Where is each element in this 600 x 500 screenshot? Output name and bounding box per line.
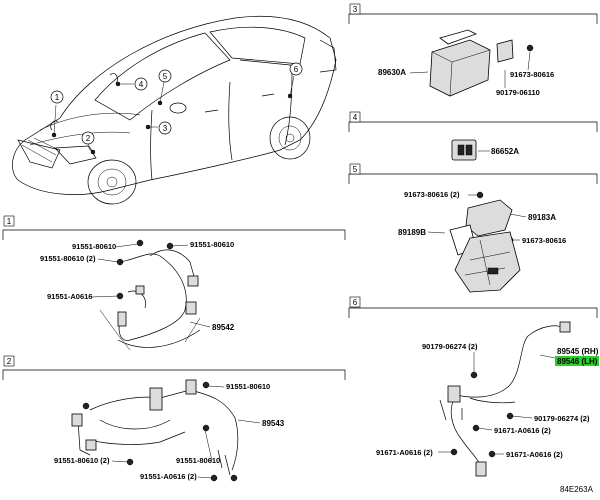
part-label: 91551-80610 bbox=[72, 242, 116, 251]
section-4: 4 86652A bbox=[348, 111, 598, 161]
part-label: 91673-80616 bbox=[522, 236, 566, 245]
part-label: 91551-80610 bbox=[226, 382, 270, 391]
part-label: 89183A bbox=[528, 213, 556, 222]
part-label: 91673-80616 bbox=[510, 70, 554, 79]
car-callout-4: 4 bbox=[134, 77, 148, 91]
car-callout-5: 5 bbox=[158, 69, 172, 83]
part-label: 89189B bbox=[398, 228, 426, 237]
part-label: 90179-06110 bbox=[496, 88, 540, 97]
part-label: 86652A bbox=[491, 147, 519, 156]
section-3: 3 89630A 91673-80616 90179-06110 bbox=[348, 3, 598, 97]
section-2: 2 91551-80610 89543 91551-80610 (2) 9155… bbox=[2, 355, 346, 482]
part-label: 91551-80610 bbox=[190, 240, 234, 249]
section-5-number: 5 bbox=[353, 165, 358, 174]
section-1-number: 1 bbox=[7, 217, 12, 226]
part-label: 91551-80610 bbox=[176, 456, 220, 465]
car-callout-6: 6 bbox=[289, 62, 303, 76]
svg-text:4: 4 bbox=[139, 80, 144, 89]
part-label-highlighted: 89546 (LH) bbox=[557, 357, 598, 366]
part-label: 91551-80610 (2) bbox=[40, 254, 96, 263]
part-label: 91671-A0616 (2) bbox=[376, 448, 433, 457]
part-label: 89630A bbox=[378, 68, 406, 77]
part-label: 91673-80616 (2) bbox=[404, 190, 460, 199]
section-3-number: 3 bbox=[353, 5, 358, 14]
section-2-number: 2 bbox=[7, 357, 12, 366]
part-label: 89545 (RH) bbox=[557, 347, 599, 356]
part-label: 90179-06274 (2) bbox=[422, 342, 478, 351]
section-6-number: 6 bbox=[353, 298, 358, 307]
svg-text:2: 2 bbox=[86, 134, 91, 143]
part-label: 90179-06274 (2) bbox=[534, 414, 590, 423]
svg-text:1: 1 bbox=[55, 93, 60, 102]
part-label: 91551-80610 (2) bbox=[54, 456, 110, 465]
highlight-box bbox=[555, 356, 599, 366]
section-1: 1 91551-80610 91551-80610 91551-80610 (2… bbox=[2, 215, 346, 351]
car-callout-2: 2 bbox=[81, 131, 95, 145]
svg-text:5: 5 bbox=[163, 72, 168, 81]
svg-text:6: 6 bbox=[294, 65, 299, 74]
section-4-number: 4 bbox=[353, 113, 358, 122]
section-6: 6 90179-06274 (2) 89545 (RH) 89546 (LH) … bbox=[348, 296, 599, 477]
car-illustration bbox=[12, 15, 337, 205]
part-label: 91671-A0616 (2) bbox=[494, 426, 551, 435]
svg-text:3: 3 bbox=[163, 124, 168, 133]
part-label: 89542 bbox=[212, 323, 235, 332]
part-label: 91551-A0616 bbox=[47, 292, 92, 301]
part-label: 91551-A0616 (2) bbox=[140, 472, 197, 481]
car-callout-3: 3 bbox=[158, 121, 172, 135]
part-label: 89543 bbox=[262, 419, 285, 428]
figure-code: 84E263A bbox=[560, 485, 594, 494]
car-callout-1: 1 bbox=[50, 90, 64, 104]
part-label: 91671-A0616 (2) bbox=[506, 450, 563, 459]
section-5: 5 91673-80616 (2) 89183A 89189B 91673-80… bbox=[348, 163, 598, 293]
